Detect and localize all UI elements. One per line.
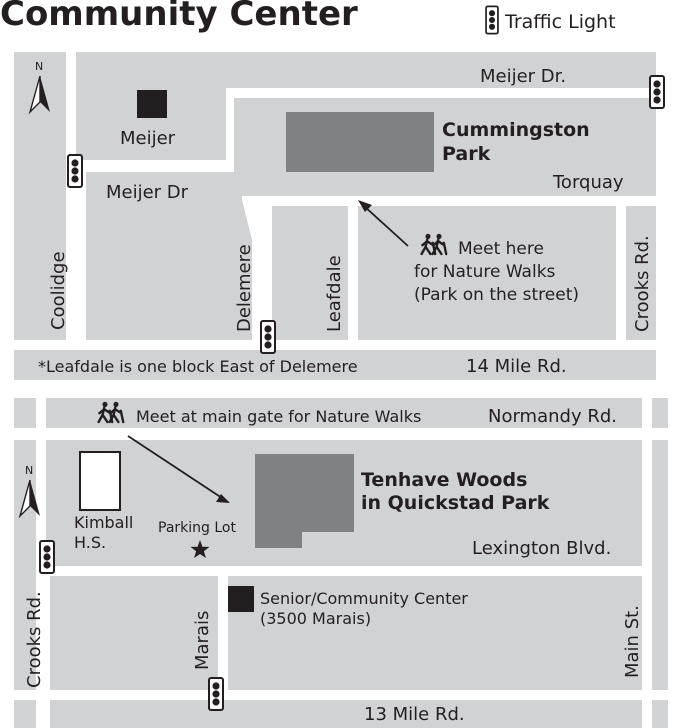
traffic-light-icon (649, 75, 665, 109)
street-delemere: Delemere (234, 244, 255, 332)
community-center-address: (3500 Marais) (260, 609, 371, 628)
kimball-hs-label: Kimball (74, 513, 133, 532)
block (14, 398, 36, 428)
meijer-label: Meijer (120, 128, 176, 149)
block (358, 206, 616, 340)
parking-lot-label: Parking Lot (158, 520, 236, 536)
map-bottom: Tenhave Woods in Quickstad Park Kimball … (10, 394, 668, 728)
cummingston-park-label: Cummingston (442, 119, 590, 141)
block (652, 440, 668, 690)
tenhave-woods-label: Tenhave Woods (361, 469, 527, 491)
block (626, 206, 656, 340)
traffic-light-icon (39, 540, 55, 574)
block (46, 398, 642, 428)
block (76, 52, 656, 160)
block (228, 576, 642, 690)
kimball-hs-label-2: H.S. (74, 533, 106, 552)
street-crooks-rd-bottom: Crooks Rd. (24, 591, 45, 688)
meet-note-line3: (Park on the street) (414, 285, 579, 305)
block (14, 700, 36, 728)
traffic-light-icon (260, 320, 276, 354)
street-13-mile-rd: 13 Mile Rd. (364, 704, 465, 725)
block (86, 172, 252, 340)
legend-traffic-light-icon (485, 5, 499, 35)
map-top: Cummingston Park Meijer Meijer Dr. Meije… (10, 48, 668, 382)
tenhave-woods-label-2: in Quickstad Park (361, 492, 550, 514)
street-marais: Marais (192, 611, 213, 670)
community-center-building (228, 586, 254, 612)
street-lexington-blvd: Lexington Blvd. (472, 538, 611, 559)
street-crooks-rd-top: Crooks Rd. (632, 235, 653, 332)
block (652, 700, 668, 728)
traffic-light-icon (208, 677, 224, 711)
cummingston-park-label-2: Park (442, 143, 491, 165)
street-coolidge: Coolidge (48, 251, 69, 330)
block (50, 576, 218, 690)
north-label: N (35, 60, 43, 73)
footnote-leafdale: *Leafdale is one block East of Delemere (38, 357, 358, 376)
block (50, 700, 642, 728)
street-main-st: Main St. (622, 605, 643, 678)
street-torquay: Torquay (552, 172, 624, 193)
street-14-mile-rd: 14 Mile Rd. (466, 356, 567, 377)
street-normandy-rd: Normandy Rd. (488, 406, 617, 427)
star-icon (190, 540, 210, 558)
street-meijer-dr: Meijer Dr (106, 182, 189, 203)
block (14, 350, 656, 380)
north-label: N (25, 464, 33, 477)
cummingston-park-area (286, 112, 434, 172)
meijer-building (137, 90, 167, 118)
street-leafdale: Leafdale (324, 255, 345, 332)
page-title: Community Center (0, 0, 358, 34)
meet-note-line2: for Nature Walks (414, 262, 556, 282)
block (652, 398, 668, 428)
tenhave-woods-area (255, 454, 354, 548)
traffic-light-icon (67, 154, 83, 188)
community-center-label: Senior/Community Center (260, 589, 468, 608)
meet-note-line1: Meet here (458, 239, 544, 259)
meet-note-bottom: Meet at main gate for Nature Walks (136, 407, 421, 426)
legend-traffic-light-label: Traffic Light (504, 11, 616, 33)
kimball-hs-building (79, 451, 121, 511)
block (272, 206, 348, 340)
street-meijer-dr-north: Meijer Dr. (480, 66, 566, 87)
